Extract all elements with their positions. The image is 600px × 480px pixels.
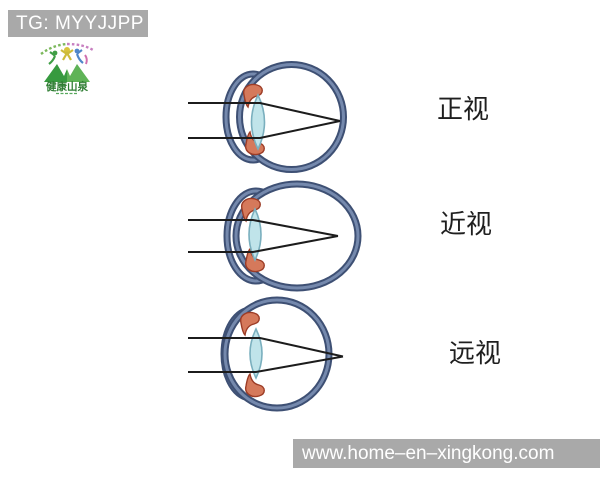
watermark-bar: www.home–en–xingkong.com: [293, 439, 600, 468]
watermark-url-text: www.home–en–xingkong.com: [302, 442, 555, 464]
logo-brand-text: 健康山泉: [46, 80, 88, 93]
eye-cross-section-hyperopia: [188, 296, 344, 412]
figure-green-body: [48, 51, 57, 65]
figure-blue-body: [75, 49, 84, 64]
light-ray-lower: [188, 235, 339, 253]
mountain-left: [44, 64, 67, 82]
crystalline-lens: [250, 93, 266, 151]
eye-cross-section-emmetropia: [188, 61, 347, 173]
brand-logo: 健康山泉: [40, 42, 94, 95]
logo-arc-text-left: [40, 42, 68, 55]
sclera-outline-inner: [238, 63, 345, 171]
telegram-tag-banner: TG: MYYJJPP: [8, 10, 148, 37]
sclera-outline-inner: [234, 182, 360, 290]
vision-type-label-hyperopia: 远视: [449, 339, 502, 368]
crystalline-lens: [249, 327, 263, 380]
light-ray-lower: [188, 120, 341, 139]
light-ray-upper: [188, 102, 341, 122]
light-ray-lower: [188, 355, 344, 373]
telegram-tag-text: TG: MYYJJPP: [16, 12, 144, 34]
light-ray-upper: [188, 337, 344, 358]
vision-type-label-myopia: 近视: [440, 210, 493, 239]
vision-type-label-emmetropia: 正视: [437, 95, 490, 124]
logo-figures-icon: [48, 47, 88, 65]
eye-cross-section-myopia: [188, 180, 362, 292]
logo-mountain-icon: [44, 64, 90, 82]
figure-pink-ribbon: [84, 54, 88, 65]
mountain-right: [67, 64, 90, 82]
light-ray-upper: [188, 219, 339, 237]
logo-arc-text-right: [66, 42, 94, 52]
figure-yellow-head: [64, 47, 70, 53]
figure-yellow-body: [60, 49, 74, 61]
